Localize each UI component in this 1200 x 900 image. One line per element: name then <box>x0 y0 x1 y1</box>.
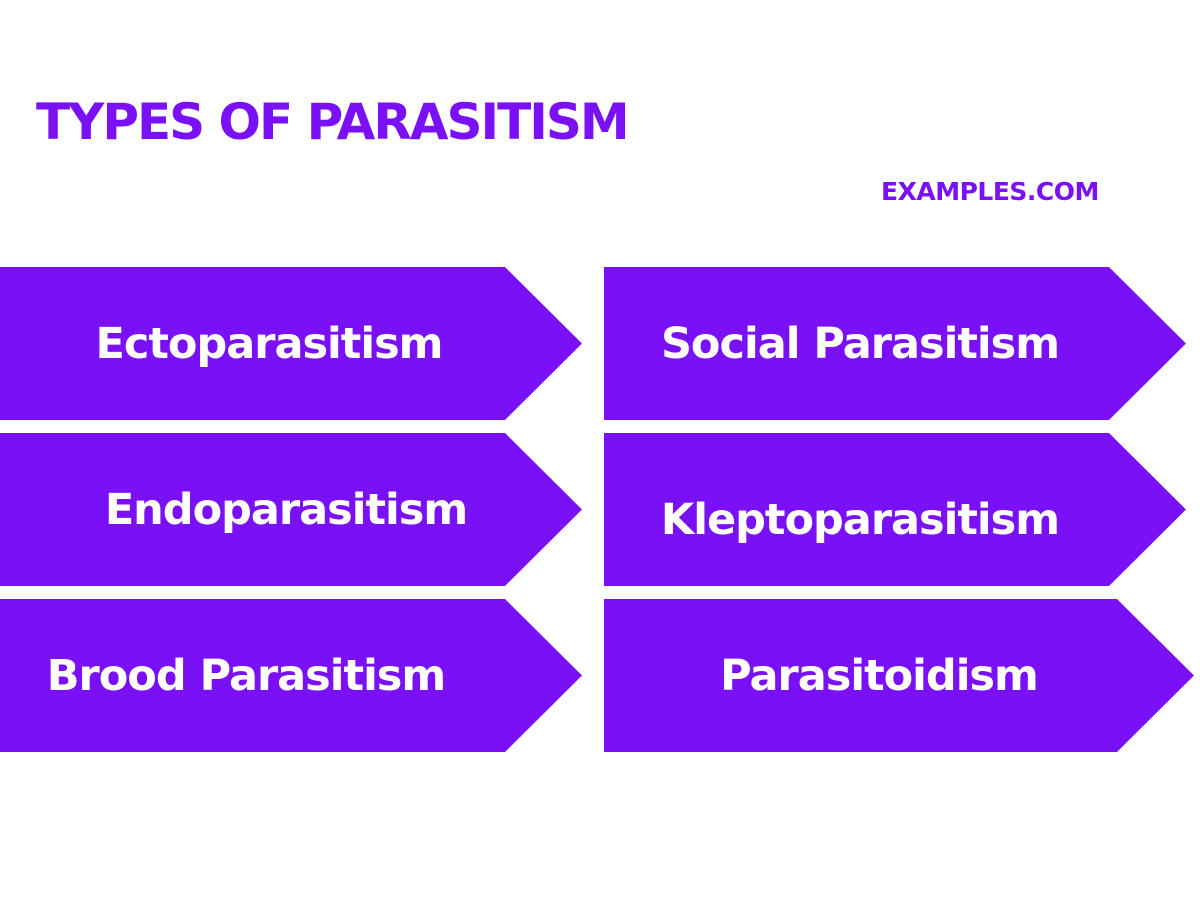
page-title: TYPES OF PARASITISM <box>36 93 630 151</box>
arrow-label: Brood Parasitism <box>46 650 446 701</box>
arrow-item-social-parasitism: Social Parasitism <box>604 267 1186 420</box>
arrow-item-kleptoparasitism: Kleptoparasitism <box>604 433 1186 586</box>
arrow-label: Kleptoparasitism <box>660 494 1060 545</box>
arrow-label: Parasitoidism <box>720 650 1039 701</box>
arrow-label: Ectoparasitism <box>95 318 443 369</box>
arrow-item-endoparasitism: Endoparasitism <box>0 433 582 586</box>
arrow-label: Endoparasitism <box>104 484 468 535</box>
brand-label: EXAMPLES.COM <box>881 177 1099 206</box>
arrow-item-brood-parasitism: Brood Parasitism <box>0 599 582 752</box>
arrow-item-parasitoidism: Parasitoidism <box>604 599 1194 752</box>
arrow-label: Social Parasitism <box>660 318 1060 369</box>
arrow-item-ectoparasitism: Ectoparasitism <box>0 267 582 420</box>
